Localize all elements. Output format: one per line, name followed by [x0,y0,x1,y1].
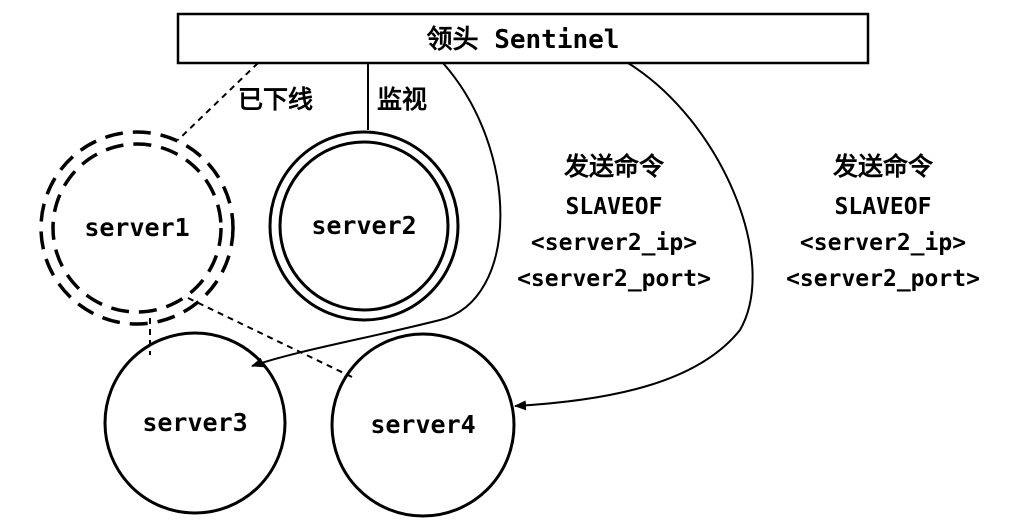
server3-circle [103,331,287,515]
command-ip-arg: <server2_ip> [531,230,697,256]
offline-link [177,62,259,141]
server2-node: server2 [268,130,460,322]
leader-sentinel-box [176,12,870,65]
server2-outer-ring [268,130,460,322]
server2-inner-ring [278,140,450,312]
server3-label: server3 [142,408,247,437]
command-port-arg: <server2_port> [786,266,980,292]
command-slaveof: SLAVEOF [835,194,932,220]
server1-outer-ring [39,130,235,326]
server2-label: server2 [311,211,416,240]
server4-circle [330,332,516,518]
server3-node: server3 [103,331,287,515]
monitor-label: 监视 [377,85,427,114]
server1-inner-ring [51,142,223,314]
command-arrow-server3 [251,62,502,368]
connectors [149,62,754,411]
command-label-server3: 发送命令 SLAVEOF <server2_ip> <server2_port> [517,152,711,292]
command-label-server4: 发送命令 SLAVEOF <server2_ip> <server2_port> [786,152,980,292]
command-slaveof: SLAVEOF [566,194,663,220]
server4-node: server4 [330,332,516,518]
command-port-arg: <server2_port> [517,266,711,292]
offline-label: 已下线 [238,85,313,114]
leader-sentinel-node: 领头 Sentinel [176,12,870,65]
server1-server4-link [187,297,353,378]
server4-label: server4 [370,410,475,439]
server1-node: server1 [39,130,235,326]
leader-sentinel-label: 领头 Sentinel [427,24,620,55]
command-arrow-server4 [514,62,754,411]
command-title: 发送命令 [832,152,934,181]
command-title: 发送命令 [563,152,665,181]
command-ip-arg: <server2_ip> [800,230,966,256]
server1-label: server1 [84,213,189,242]
